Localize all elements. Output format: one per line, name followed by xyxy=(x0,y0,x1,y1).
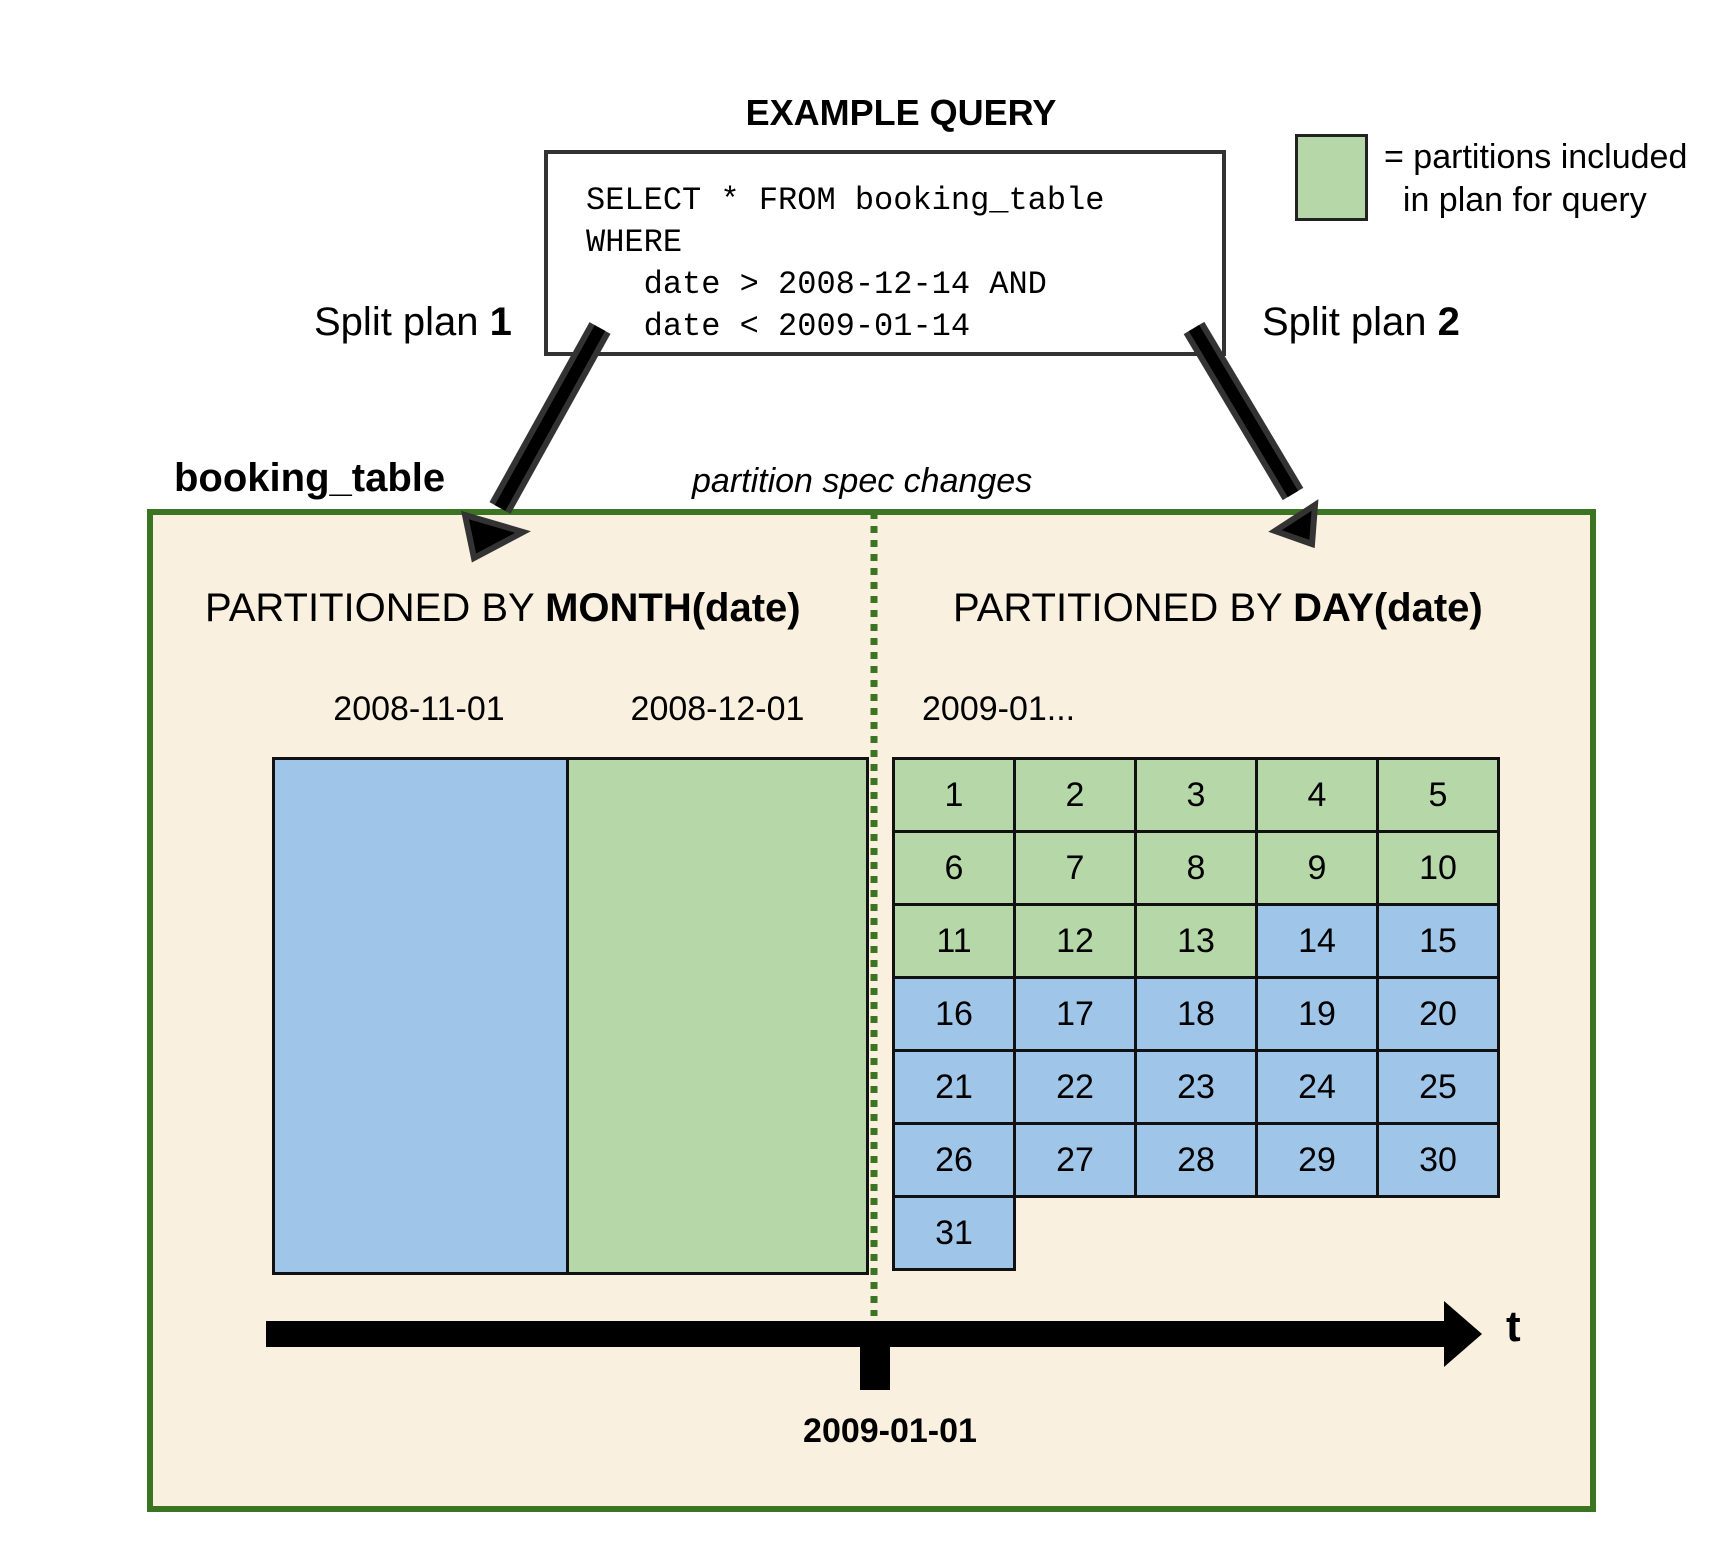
split-plan-2-arrowhead xyxy=(1268,499,1319,549)
day-partition-cell: 20 xyxy=(1376,976,1500,1052)
day-partition-cell: 31 xyxy=(892,1195,1016,1271)
month-section-prefix: PARTITIONED BY xyxy=(205,586,546,630)
split-plan-1-arrow-core xyxy=(494,325,606,511)
query-box: SELECT * FROM booking_table WHERE date >… xyxy=(544,150,1226,356)
month-partition-2008-12 xyxy=(566,757,869,1275)
day-section-heading: PARTITIONED BY DAY(date) xyxy=(953,586,1483,631)
timeline-tick xyxy=(860,1334,890,1390)
month-partition-label: 2008-11-01 xyxy=(333,690,505,728)
table-name: booking_table xyxy=(174,456,446,500)
day-partition-cell: 6 xyxy=(892,830,1016,906)
month-partition-label: 2008-12-01 xyxy=(630,690,805,728)
day-partition-cell: 22 xyxy=(1013,1049,1137,1125)
day-partition-cell: 17 xyxy=(1013,976,1137,1052)
day-partition-header: 2009-01... xyxy=(922,690,1076,728)
split-plan-1-number: 1 xyxy=(489,300,512,344)
query-code: SELECT * FROM booking_table WHERE date >… xyxy=(586,182,1105,345)
split-plan-2-prefix: Split plan xyxy=(1262,300,1438,344)
timeline-label: t xyxy=(1506,1302,1521,1351)
day-section-prefix: PARTITIONED BY xyxy=(953,586,1294,630)
day-partition-cell: 30 xyxy=(1376,1122,1500,1198)
month-section-bold: MONTH(date) xyxy=(545,586,801,630)
day-partition-cell: 19 xyxy=(1255,976,1379,1052)
split-plan-1-label: Split plan 1 xyxy=(314,300,512,345)
day-partition-cell: 29 xyxy=(1255,1122,1379,1198)
day-section-bold: DAY(date) xyxy=(1293,586,1483,630)
day-partition-cell: 28 xyxy=(1134,1122,1258,1198)
split-plan-2-arrow-core xyxy=(1188,324,1299,498)
day-partition-cell: 10 xyxy=(1376,830,1500,906)
day-partition-cell: 27 xyxy=(1013,1122,1137,1198)
spec-change-label: partition spec changes xyxy=(692,462,1033,500)
split-plan-1-arrowhead xyxy=(461,510,531,563)
legend-text: = partitions included in plan for query xyxy=(1384,138,1688,219)
split-plan-1-prefix: Split plan xyxy=(314,300,490,344)
month-section-heading: PARTITIONED BY MONTH(date) xyxy=(205,586,801,631)
legend-swatch xyxy=(1295,134,1368,221)
change-date-label: 2009-01-01 xyxy=(803,1412,977,1450)
day-partition-cell: 12 xyxy=(1013,903,1137,979)
timeline-arrowhead xyxy=(1444,1301,1482,1367)
split-plan-2-label: Split plan 2 xyxy=(1262,300,1460,345)
day-partition-cell: 1 xyxy=(892,757,1016,833)
split-plan-2-number: 2 xyxy=(1437,300,1460,344)
day-partition-cell: 15 xyxy=(1376,903,1500,979)
query-title: EXAMPLE QUERY xyxy=(745,92,1057,133)
